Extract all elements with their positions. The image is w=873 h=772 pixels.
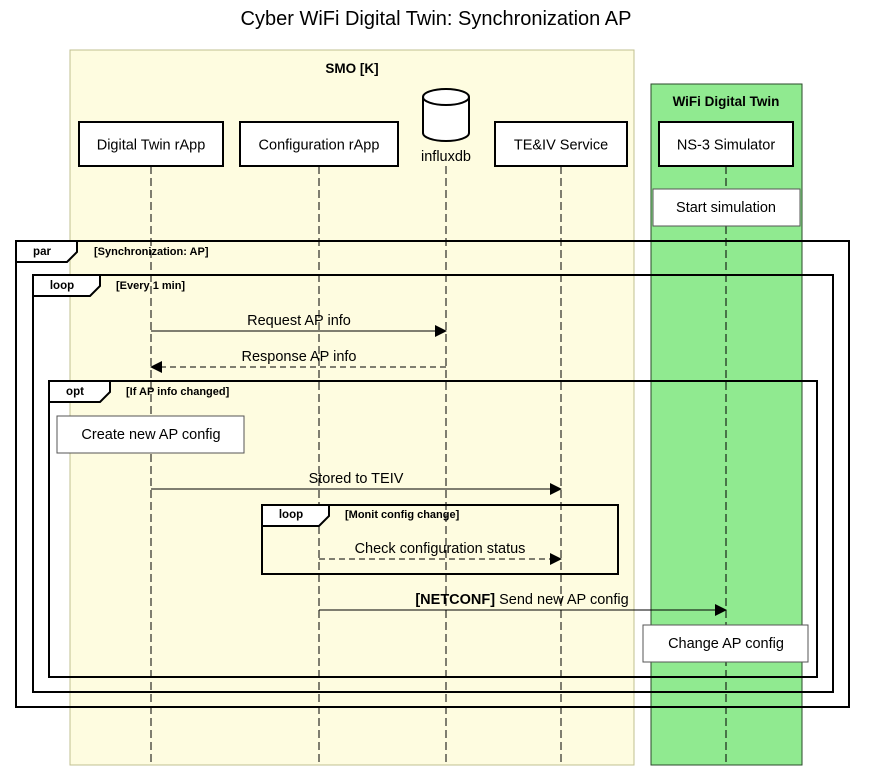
message-label: [NETCONF] Send new AP config — [415, 592, 628, 608]
participant-label: influxdb — [421, 149, 471, 165]
participant-influxdb: influxdb — [421, 88, 471, 165]
note-label: Create new AP config — [81, 427, 220, 443]
fragment-tag: loop — [279, 509, 303, 521]
fragment-condition: [Synchronization: AP] — [94, 246, 209, 258]
message-label: Stored to TEIV — [309, 471, 404, 487]
participant-digital-twin: Digital Twin rApp — [78, 121, 224, 167]
fragment-opt: opt [If AP info changed] — [48, 380, 818, 678]
note-label: Change AP config — [668, 636, 784, 652]
fragment-loop-inner: loop [Monit config change] — [261, 504, 619, 575]
fragment-condition: [Every 1 min] — [116, 280, 185, 292]
participant-label: NS-3 Simulator — [677, 138, 775, 154]
fragment-condition: [If AP info changed] — [126, 386, 230, 398]
fragment-tag: opt — [66, 386, 84, 398]
note-change-ap-config: Change AP config — [642, 624, 809, 663]
note-create-ap-config: Create new AP config — [56, 415, 245, 454]
fragment-tag: loop — [50, 280, 74, 292]
fragment-condition: [Monit config change] — [345, 509, 460, 521]
message-text: Send new AP config — [495, 592, 629, 608]
message-label: Request AP info — [247, 313, 351, 329]
participant-teiv: TE&IV Service — [494, 121, 628, 167]
diagram-title: Cyber WiFi Digital Twin: Synchronization… — [241, 8, 632, 30]
wifi-group-label: WiFi Digital Twin — [673, 94, 780, 109]
message-request-ap-info: Request AP info — [151, 313, 447, 337]
fragment-loop-outer: loop [Every 1 min] — [32, 274, 834, 693]
message-send-new-ap-config: [NETCONF] Send new AP config — [319, 592, 727, 616]
note-start-simulation: Start simulation — [652, 188, 801, 227]
message-label: Response AP info — [241, 349, 356, 365]
fragment-tag: par — [33, 246, 51, 258]
smo-group-label: SMO [K] — [325, 61, 378, 76]
participant-configuration: Configuration rApp — [239, 121, 399, 167]
note-label: Start simulation — [676, 200, 776, 216]
smo-group — [69, 49, 635, 766]
participant-label: TE&IV Service — [514, 138, 608, 154]
message-stored-to-teiv: Stored to TEIV — [151, 471, 562, 495]
database-icon — [422, 88, 470, 142]
fragment-par: par [Synchronization: AP] — [15, 240, 850, 708]
message-response-ap-info: Response AP info — [150, 349, 446, 373]
participant-label: Digital Twin rApp — [97, 138, 206, 154]
participant-label: Configuration rApp — [259, 138, 380, 154]
message-check-config-status: Check configuration status — [319, 541, 562, 565]
message-label: Check configuration status — [355, 541, 526, 557]
participant-ns3: NS-3 Simulator — [658, 121, 794, 167]
message-protocol: [NETCONF] — [415, 592, 495, 608]
lifelines — [150, 166, 727, 765]
